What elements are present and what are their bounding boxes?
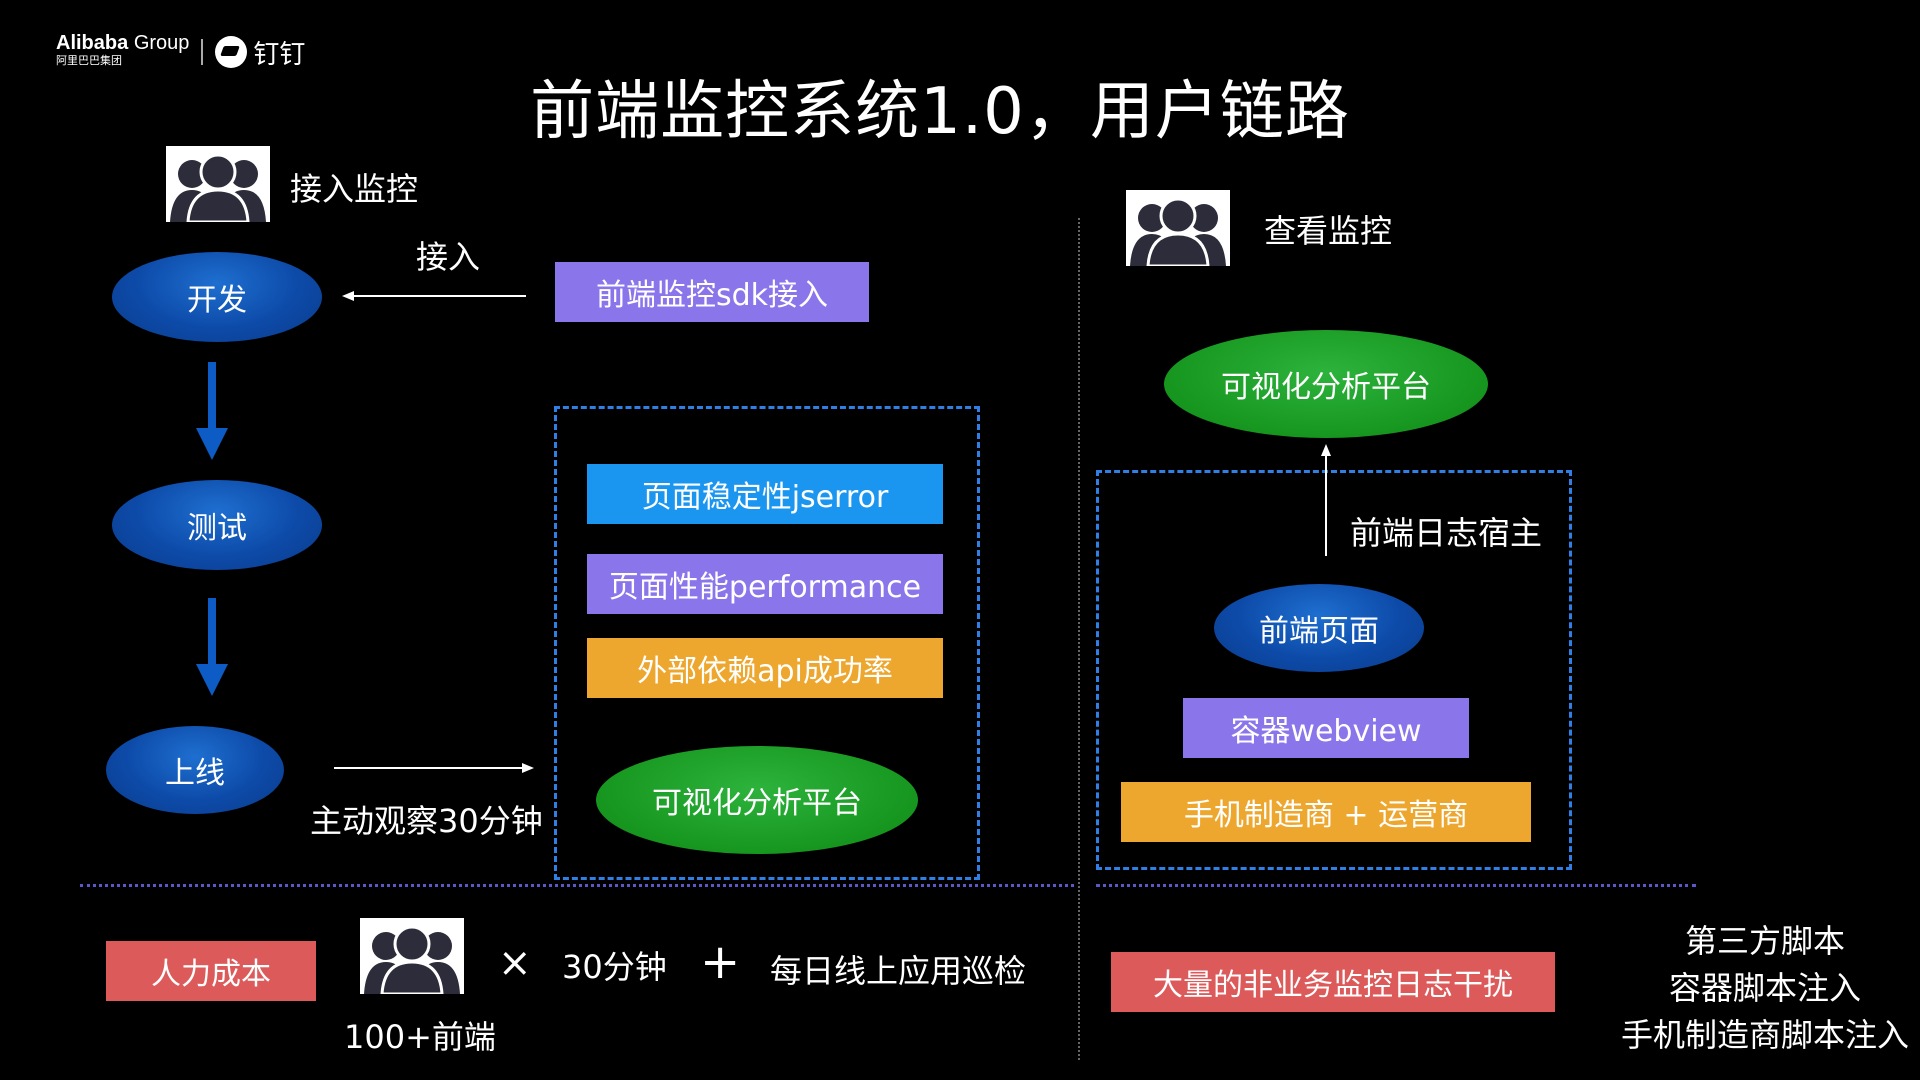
- brand-logo: Alibaba Group 阿里巴巴集团 钉钉: [56, 32, 305, 71]
- frontend-page-node: 前端页面: [1214, 584, 1424, 672]
- logo-separator: [201, 39, 204, 65]
- up-arrow-icon: [1321, 444, 1331, 556]
- horizontal-divider-right: [1096, 884, 1696, 887]
- metrics-dashed-group: [554, 406, 980, 880]
- user-group-icon: [1126, 190, 1230, 266]
- script-sources-list: 第三方脚本 容器脚本注入 手机制造商脚本注入: [1620, 918, 1910, 1059]
- left-arrow-icon: [342, 291, 526, 301]
- plus-sign: +: [700, 934, 741, 990]
- webview-box: 容器webview: [1183, 698, 1469, 758]
- down-arrow-icon: [196, 362, 228, 460]
- alibaba-logo: Alibaba Group 阿里巴巴集团: [56, 32, 190, 70]
- user-group-icon: [166, 146, 270, 222]
- observe-label: 主动观察30分钟: [310, 802, 543, 840]
- group-wordmark: Group: [133, 32, 190, 54]
- alibaba-cn-wordmark: 阿里巴巴集团: [56, 55, 122, 67]
- view-monitor-label: 查看监控: [1264, 212, 1393, 250]
- sdk-access-box: 前端监控sdk接入: [555, 262, 869, 322]
- slide-title: 前端监控系统1.0，用户链路: [530, 75, 1350, 149]
- frontend-count-label: 100+前端: [344, 1018, 496, 1056]
- alibaba-wordmark: Alibaba: [56, 32, 129, 54]
- dingtalk-logo: 钉钉: [215, 34, 305, 71]
- host-dashed-group: [1096, 470, 1572, 870]
- vendor-carrier-box: 手机制造商 + 运营商: [1121, 782, 1531, 842]
- times-sign: ×: [498, 940, 532, 986]
- log-noise-box: 大量的非业务监控日志干扰: [1111, 952, 1555, 1012]
- dingtalk-icon: [215, 36, 248, 68]
- metric-api-box: 外部依赖api成功率: [587, 638, 943, 698]
- vertical-divider: [1078, 218, 1080, 1060]
- script-source-item: 容器脚本注入: [1668, 969, 1861, 1007]
- connect-label: 接入: [416, 238, 481, 276]
- stage-test-node: 测试: [112, 480, 322, 570]
- minutes-label: 30分钟: [562, 948, 667, 986]
- right-arrow-icon: [334, 763, 534, 773]
- horizontal-divider-left: [80, 884, 1074, 887]
- right-platform-node: 可视化分析平台: [1164, 330, 1488, 438]
- stage-release-node: 上线: [106, 726, 284, 814]
- metric-jserror-box: 页面稳定性jserror: [587, 464, 943, 524]
- daily-check-label: 每日线上应用巡检: [770, 952, 1027, 990]
- user-group-icon: [360, 918, 464, 994]
- down-arrow-icon: [196, 598, 228, 696]
- log-host-label: 前端日志宿主: [1350, 514, 1543, 552]
- left-platform-node: 可视化分析平台: [596, 746, 918, 854]
- script-source-item: 第三方脚本: [1684, 922, 1845, 960]
- access-monitor-label: 接入监控: [290, 170, 419, 208]
- labor-cost-box: 人力成本: [106, 941, 316, 1001]
- script-source-item: 手机制造商脚本注入: [1620, 1016, 1909, 1054]
- dingtalk-wordmark: 钉钉: [253, 39, 306, 70]
- metric-performance-box: 页面性能performance: [587, 554, 943, 614]
- stage-dev-node: 开发: [112, 252, 322, 342]
